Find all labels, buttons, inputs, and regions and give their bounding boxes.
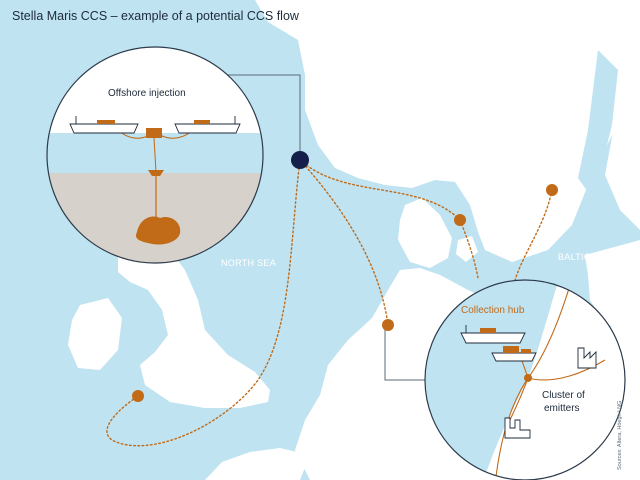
route-kattegat-to-hub	[459, 219, 479, 279]
seabed-template-icon	[148, 170, 164, 176]
storage-barge-icon	[491, 346, 537, 362]
finland-landmass	[600, 0, 640, 230]
france-landmass	[205, 448, 310, 480]
denmark-landmass	[398, 198, 452, 268]
ireland-landmass	[68, 298, 122, 370]
inset-water	[425, 280, 560, 480]
figure-title: Stella Maris CCS – example of a potentia…	[12, 9, 299, 23]
collection-inset-connector	[384, 325, 427, 381]
great-britain-landmass	[118, 245, 270, 408]
emitter-site-sweden-east	[546, 184, 558, 196]
buoy-icon	[146, 128, 162, 138]
north-sea-label: NORTH SEA	[221, 258, 277, 268]
route-to-britain	[106, 159, 301, 447]
vessel-icon	[69, 116, 139, 134]
route-to-sweden-west	[299, 159, 461, 221]
scandinavia-landmass	[255, 0, 640, 262]
emitters-label-line1: Cluster of	[542, 390, 585, 401]
baltic-states-landmass	[585, 240, 640, 330]
emitters-label-line2: emitters	[544, 403, 580, 414]
factory-icon	[577, 347, 597, 369]
vessel-icon	[460, 325, 526, 344]
factory-icon	[504, 417, 531, 439]
offshore-injection-label: Offshore injection	[108, 88, 186, 99]
baltic-sea-label: BALTIC SEA	[558, 252, 613, 262]
gulf-of-bothnia	[578, 50, 618, 195]
shipping-routes	[106, 159, 553, 447]
route-to-baltic	[514, 189, 553, 281]
emitter-cluster-node	[524, 374, 532, 382]
injection-hub-marker	[291, 151, 309, 169]
offshore-inset-connector	[218, 74, 301, 160]
co2-reservoir-shape	[136, 216, 181, 245]
emitter-site-sweden-west	[454, 214, 466, 226]
route-to-germany	[299, 159, 389, 326]
vessel-icon	[174, 116, 241, 134]
emitter-site-britain	[132, 390, 144, 402]
source-note: Sources: Altera, Höegh LNG	[617, 400, 623, 470]
collection-hub-label: Collection hub	[461, 305, 525, 316]
emitter-site-germany	[382, 319, 394, 331]
collection-hub-inset	[424, 279, 626, 480]
